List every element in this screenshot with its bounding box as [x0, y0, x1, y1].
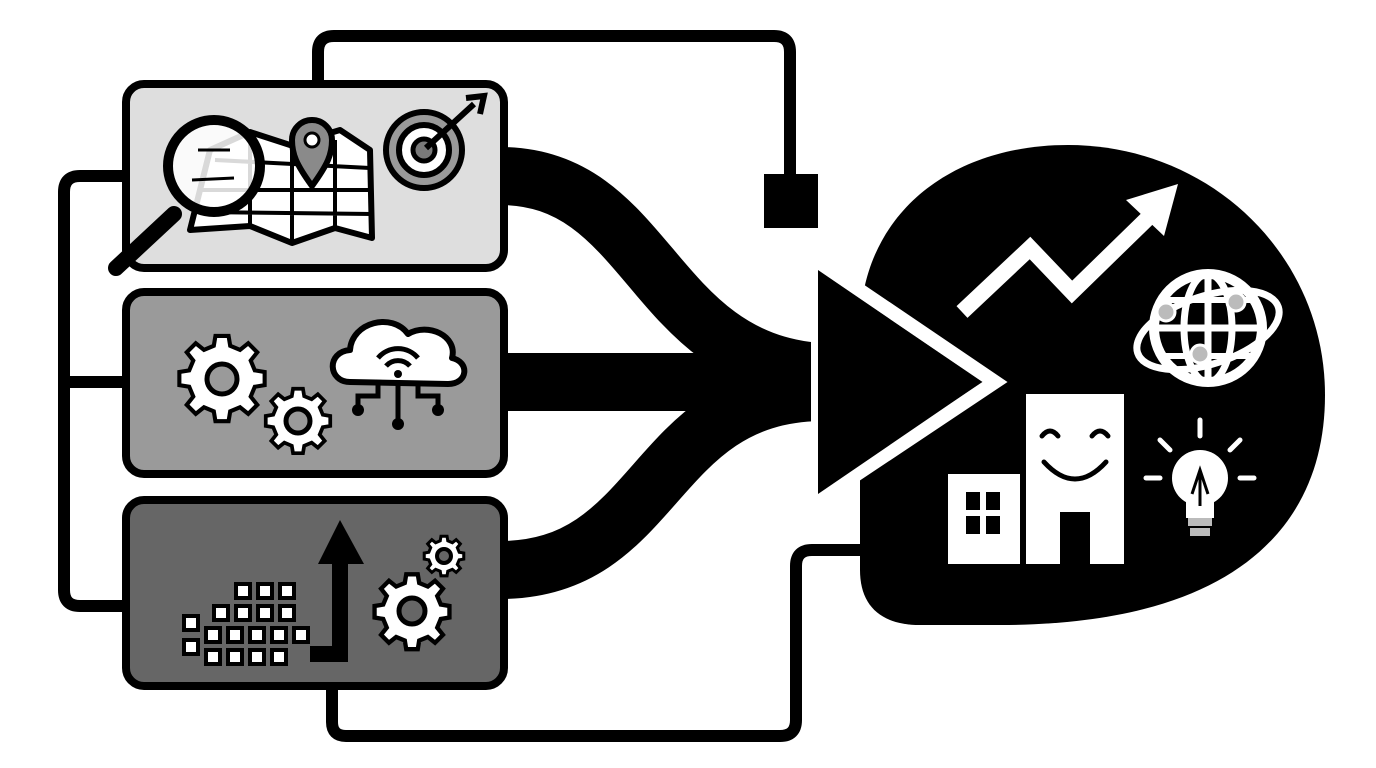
up-arrow-icon	[310, 520, 364, 662]
left-bus-connector	[58, 170, 128, 612]
location-pin-icon	[288, 117, 336, 192]
bottom-loop-connector	[326, 544, 870, 742]
gear-icon	[263, 386, 333, 456]
smiling-building-icon	[1026, 394, 1124, 564]
gear-icon	[372, 572, 452, 652]
gear-icon	[177, 333, 267, 424]
wifi-icon	[376, 346, 420, 378]
grid-squares-icon	[182, 582, 310, 666]
magnifier-icon	[108, 115, 265, 276]
flow-arrow-bottom	[499, 363, 822, 599]
cloud-network-icon	[329, 319, 468, 430]
top-loop-connector	[312, 30, 796, 176]
light-bulb-icon	[1143, 417, 1257, 536]
gear-icon	[422, 534, 466, 578]
globe-network-icon	[1133, 269, 1283, 387]
target-icon	[383, 92, 488, 191]
gate-node	[764, 174, 818, 228]
trend-up-arrow-icon	[956, 184, 1178, 318]
building-icon	[948, 474, 1020, 564]
